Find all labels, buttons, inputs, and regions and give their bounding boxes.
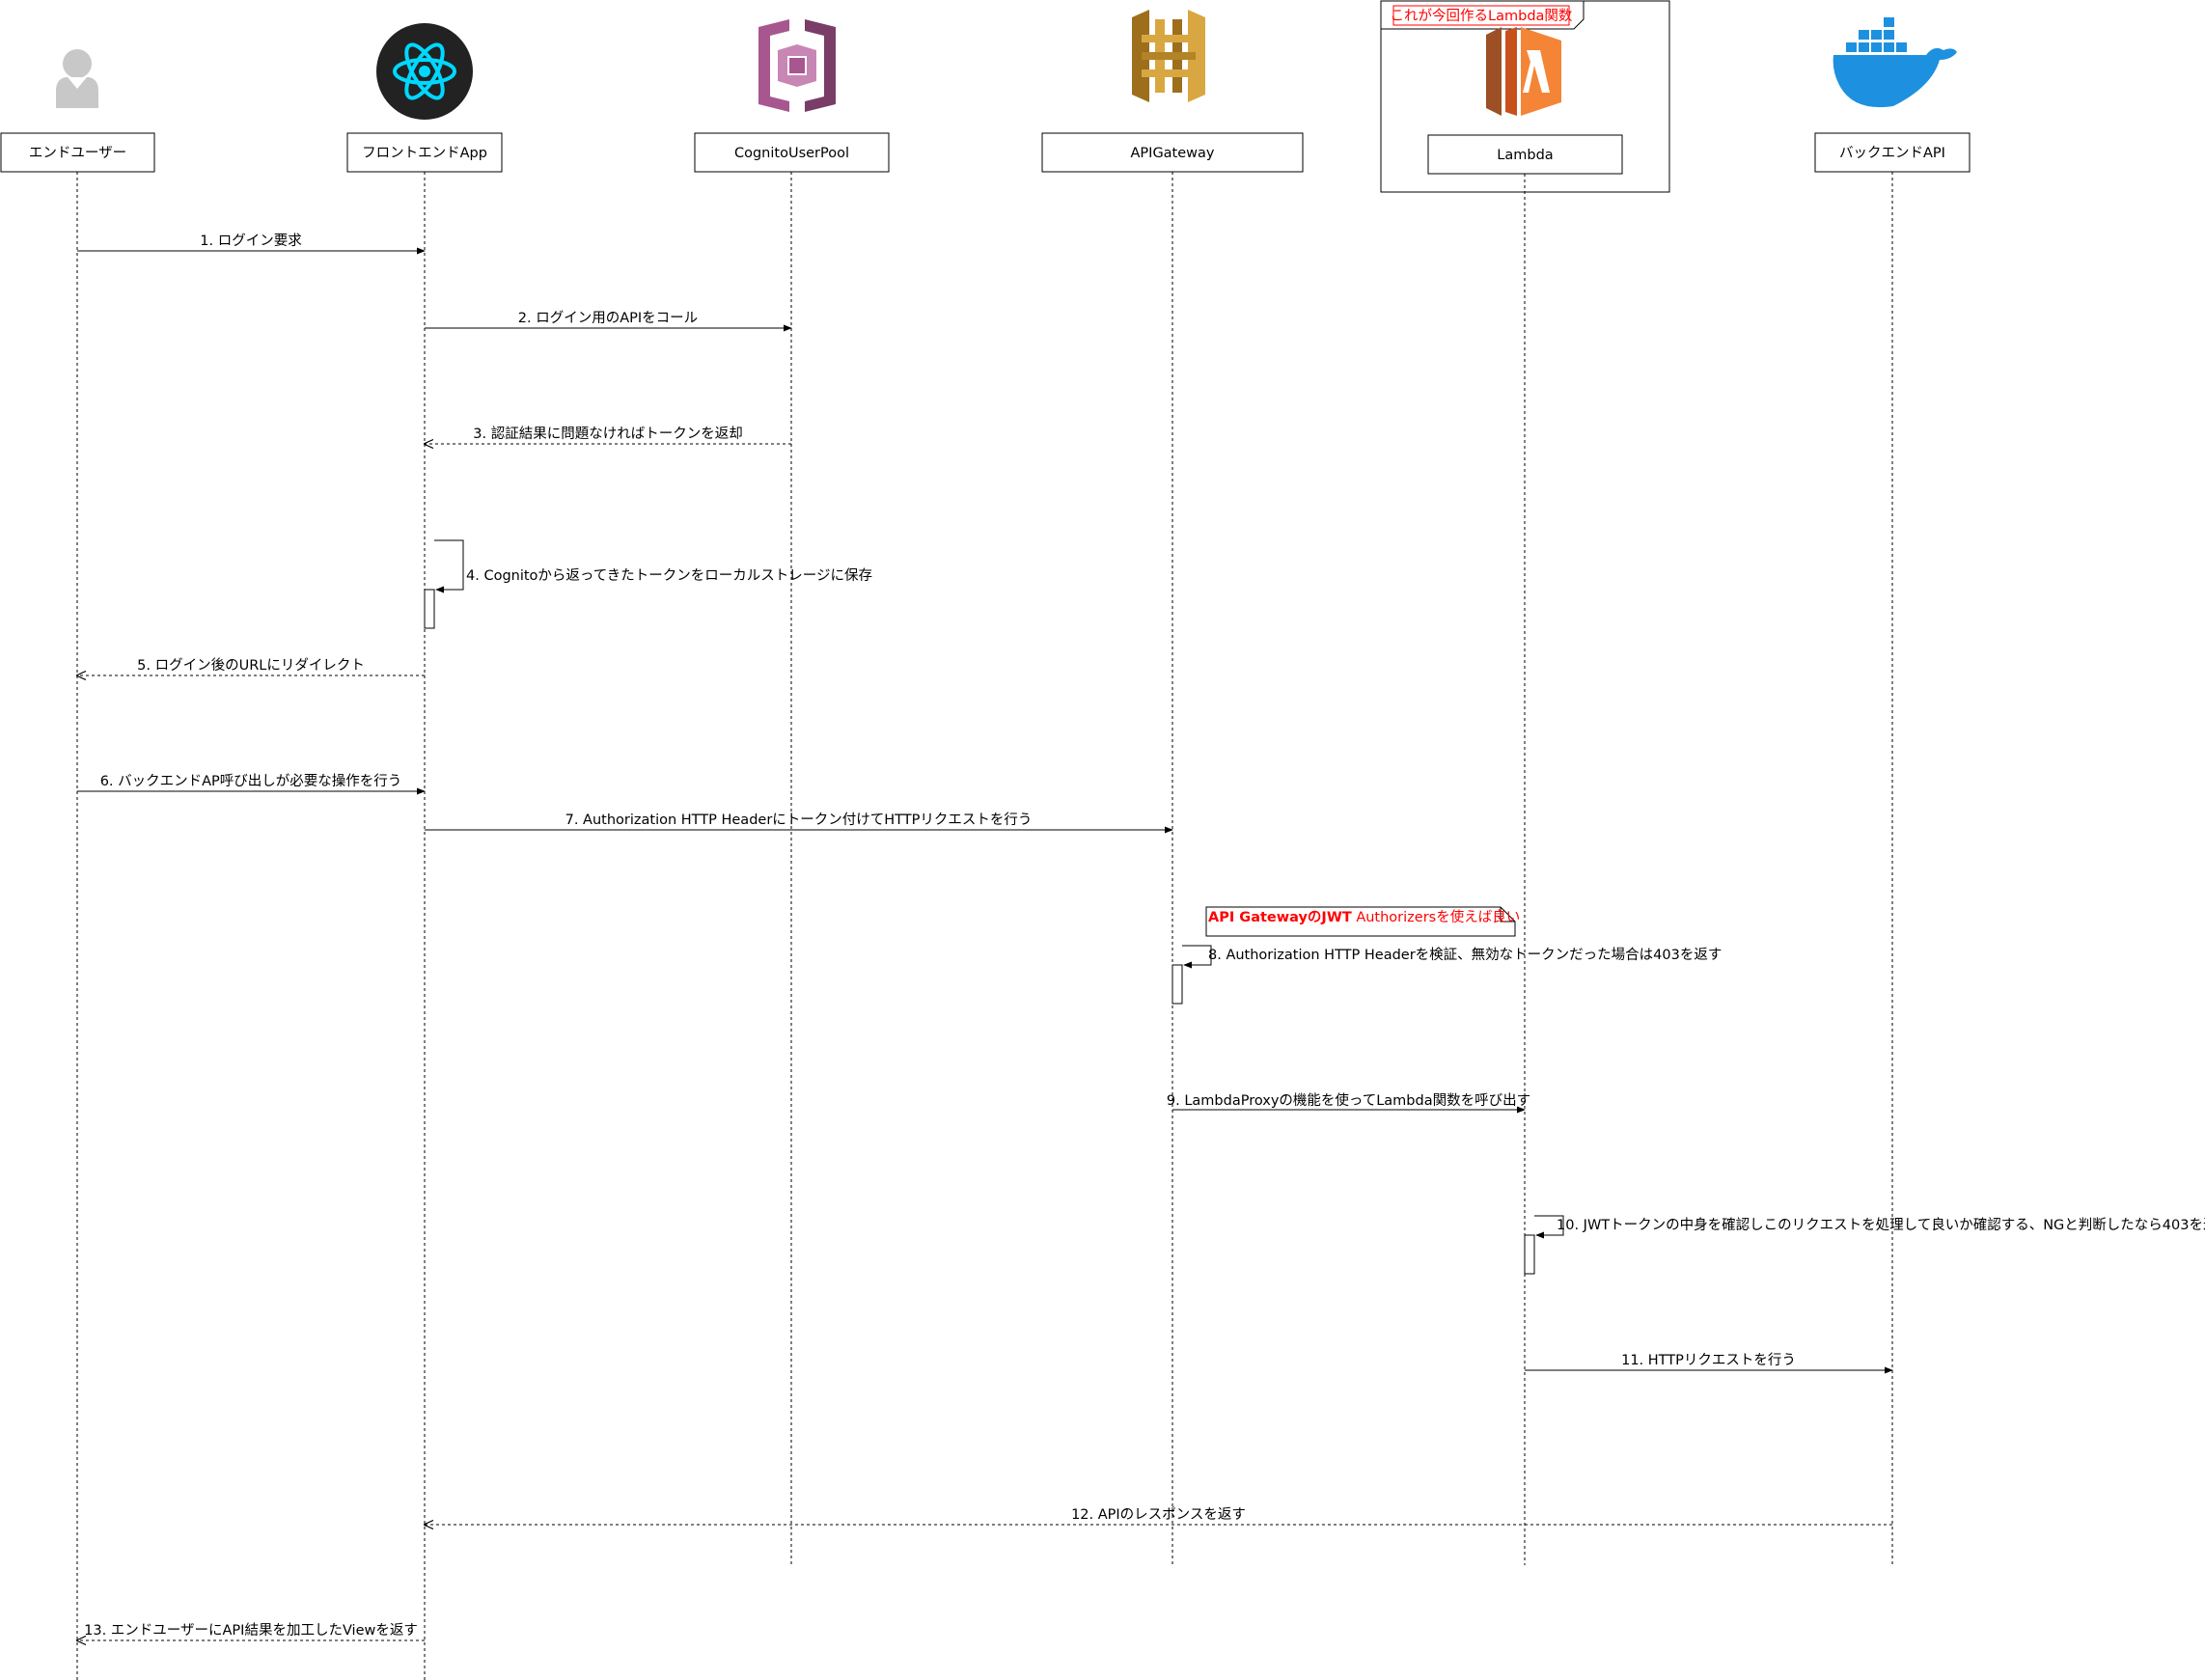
participant-label-apigw: APIGateway [1131, 146, 1215, 161]
self-message-arrow-4 [434, 539, 464, 593]
participant-label-cognito: CognitoUserPool [734, 146, 849, 161]
participant-label-frontend: フロントエンドApp [362, 146, 487, 161]
participant-box-backend [1814, 132, 1971, 173]
message-6: 6. バックエンドAP呼び出しが必要な操作を行う [77, 773, 426, 795]
participant-label-backend: バックエンドAPI [1839, 145, 1945, 161]
note: API GatewayのJWT Authorizersを使えば良い [1205, 906, 1520, 937]
message-label-10: 10. JWTトークンの中身を確認しこのリクエストを処理して良いか確認する、NG… [1557, 1217, 2205, 1233]
message-label-4: 4. Cognitoから返ってきたトークンをローカルストレージに保存 [466, 567, 872, 584]
message-10: 10. JWTトークンの中身を確認しこのリクエストを処理して良いか確認する、NG… [1524, 1215, 2205, 1275]
participant-user: エンドユーザー [0, 132, 155, 1680]
message-12: 12. APIのレスポンスを返す [425, 1506, 1892, 1525]
message-label-7: 7. Authorization HTTP Headerにトークン付けてHTTP… [565, 812, 1033, 828]
message-8: 8. Authorization HTTP Headerを検証、無効なトークンだ… [1171, 945, 1722, 1005]
note-text: API GatewayのJWT Authorizersを使えば良い [1208, 909, 1520, 925]
self-message-arrow-10 [1534, 1215, 1564, 1239]
message-label-13: 13. エンドユーザーにAPI結果を加工したViewを返す [84, 1622, 418, 1639]
message-label-2: 2. ログイン用のAPIをコール [518, 310, 698, 326]
participant-backend: バックエンドAPI [1814, 132, 1971, 1565]
participant-box-user [0, 132, 155, 173]
message-13: 13. エンドユーザーにAPI結果を加工したViewを返す [77, 1622, 425, 1640]
activation-bar-4 [424, 589, 435, 629]
message-9: 9. LambdaProxyの機能を使ってLambda関数を呼び出す [1167, 1092, 1530, 1114]
user-icon [56, 49, 98, 108]
docker-icon [1833, 17, 1957, 108]
react-icon [376, 23, 473, 120]
message-2: 2. ログイン用のAPIをコール [425, 310, 792, 332]
message-label-1: 1. ログイン要求 [200, 233, 302, 249]
activation-bar-8 [1171, 964, 1183, 1005]
participant-label-lambda: Lambda [1497, 148, 1553, 163]
self-message-arrow-8 [1182, 945, 1212, 969]
lambda-frame: これが今回作るLambda関数 [1380, 0, 1670, 193]
message-label-3: 3. 認証結果に問題なければトークンを返却 [473, 426, 742, 442]
message-4: 4. Cognitoから返ってきたトークンをローカルストレージに保存 [424, 539, 872, 629]
message-label-12: 12. APIのレスポンスを返す [1071, 1506, 1246, 1523]
participant-label-user: エンドユーザー [29, 145, 126, 161]
participant-box-frontend [346, 132, 503, 173]
message-label-9: 9. LambdaProxyの機能を使ってLambda関数を呼び出す [1167, 1092, 1530, 1109]
message-11: 11. HTTPリクエストを行う [1525, 1352, 1893, 1374]
participant-box-apigw [1041, 132, 1304, 173]
participant-cognito: CognitoUserPool [694, 132, 890, 1565]
lambda-frame-label: これが今回作るLambda関数 [1391, 8, 1573, 24]
participant-box-cognito [694, 132, 890, 173]
lambda-icon [1486, 27, 1561, 116]
participant-lambda: Lambda [1427, 134, 1623, 1565]
message-label-5: 5. ログイン後のURLにリダイレクト [137, 657, 365, 674]
note-bold-text: API GatewayのJWT [1208, 910, 1352, 925]
participant-apigw: APIGateway [1041, 132, 1304, 1565]
message-3: 3. 認証結果に問題なければトークンを返却 [425, 426, 791, 444]
message-label-11: 11. HTTPリクエストを行う [1621, 1352, 1796, 1368]
message-5: 5. ログイン後のURLにリダイレクト [77, 657, 425, 675]
note-rest-text: Authorizersを使えば良い [1352, 909, 1521, 925]
activation-bar-10 [1524, 1234, 1535, 1275]
api-gateway-icon [1132, 10, 1205, 102]
participant-box-lambda [1427, 134, 1623, 175]
participant-frontend: フロントエンドApp [346, 132, 503, 1680]
message-1: 1. ログイン要求 [77, 233, 426, 255]
message-label-6: 6. バックエンドAP呼び出しが必要な操作を行う [100, 773, 402, 789]
message-label-8: 8. Authorization HTTP Headerを検証、無効なトークンだ… [1208, 947, 1722, 963]
cognito-icon [758, 19, 836, 112]
message-7: 7. Authorization HTTP Headerにトークン付けてHTTP… [425, 812, 1173, 834]
